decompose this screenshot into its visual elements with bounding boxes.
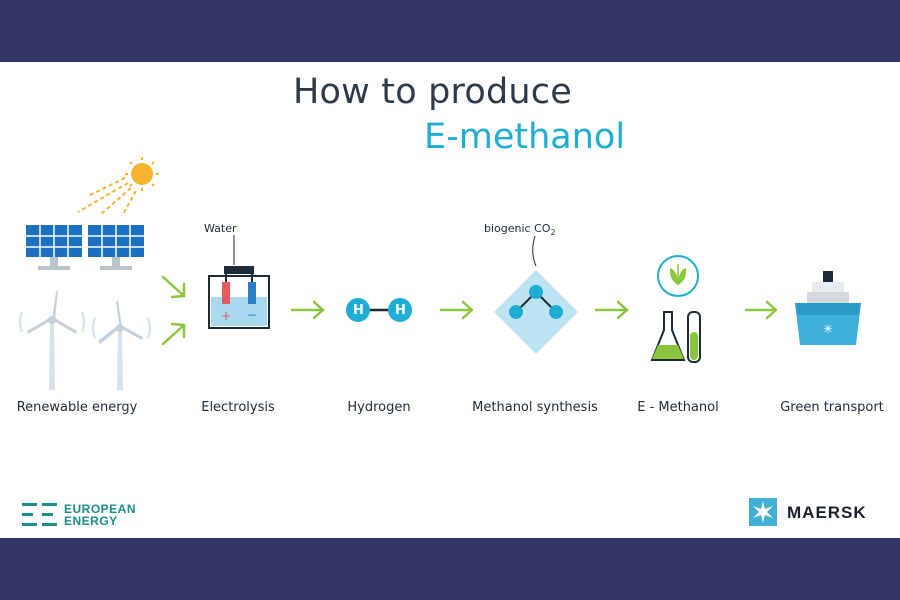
title-line-1: How to produce [293, 72, 572, 112]
electrolysis-icon: + − [208, 235, 270, 329]
arrow-icon-renewable-in-bottom [161, 322, 186, 346]
logo-line-1: EUROPEAN [64, 502, 137, 516]
top-band [0, 0, 900, 62]
arrow-icon-1 [290, 300, 325, 320]
co2-label-text: biogenic CO [484, 222, 551, 235]
co2-subscript: 2 [550, 228, 556, 238]
title-line-2: E-methanol [424, 117, 626, 157]
hydrogen-icon [346, 298, 412, 322]
arrow-icon-2 [439, 300, 474, 320]
hydrogen-atom-label-right: H [395, 303, 406, 318]
stage-label-e-methanol: E - Methanol [637, 400, 719, 415]
e-methanol-icon [650, 255, 701, 363]
european-energy-logo-text: EUROPEAN ENERGY [64, 503, 136, 527]
svg-text:−: − [247, 308, 257, 322]
european-energy-logo-icon [22, 503, 57, 526]
water-label: Water [204, 222, 237, 235]
methanol-synthesis-icon [494, 235, 578, 354]
wind-turbine-icon [19, 290, 151, 390]
hydrogen-atom-label-left: H [353, 303, 364, 318]
sun-icon [77, 157, 159, 217]
arrow-icon-4 [744, 300, 778, 320]
maersk-logo-text: MAERSK [787, 503, 867, 522]
ship-icon: ✳ [795, 271, 861, 345]
arrow-icon-3 [594, 300, 629, 320]
stage-label-methanol-synthesis: Methanol synthesis [472, 400, 598, 415]
stage-label-hydrogen: Hydrogen [347, 400, 411, 415]
svg-text:✳: ✳ [823, 322, 833, 336]
solar-panel-icon [26, 225, 144, 270]
arrow-icon-renewable-in-top [161, 275, 186, 299]
stage-label-green-transport: Green transport [780, 400, 884, 415]
svg-text:+: + [221, 309, 231, 323]
maersk-star-icon [749, 498, 777, 526]
logo-line-2: ENERGY [64, 514, 118, 528]
biogenic-co2-label: biogenic CO2 [484, 222, 556, 237]
bottom-band [0, 538, 900, 600]
stage-label-renewable-energy: Renewable energy [16, 400, 138, 415]
stage-label-electrolysis: Electrolysis [201, 400, 275, 415]
